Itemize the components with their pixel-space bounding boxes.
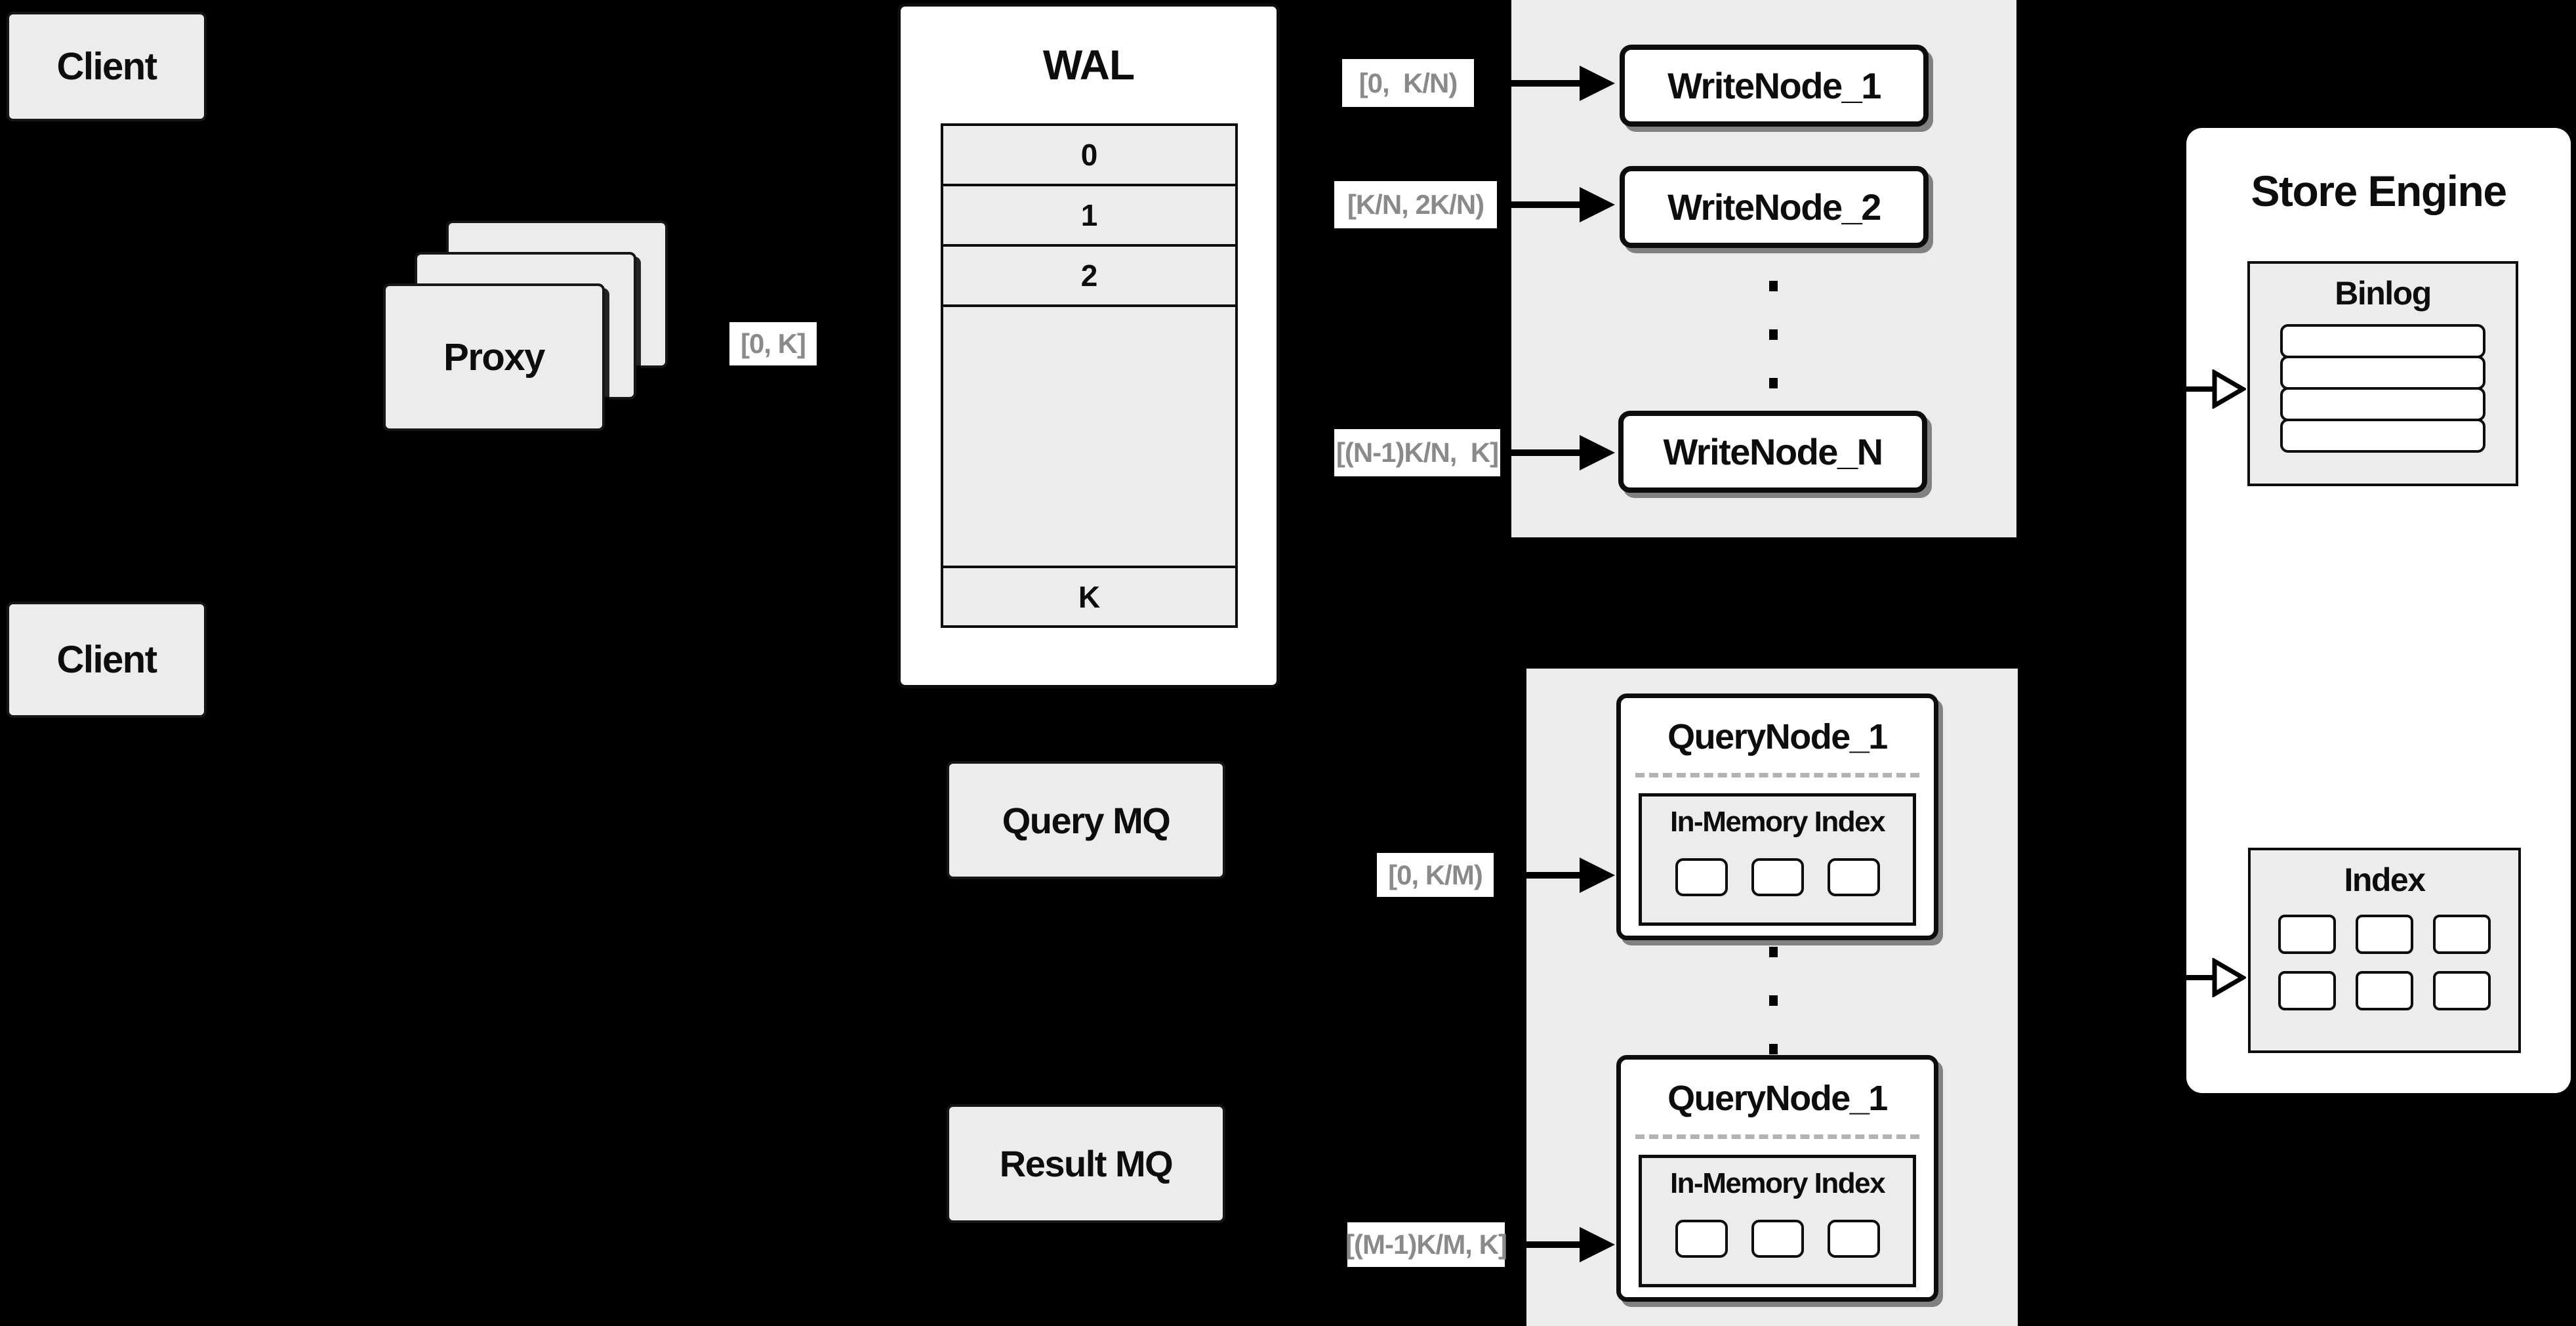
query-node-top-range-chip: [0, K/M) (1377, 853, 1494, 897)
index-chunk (1751, 858, 1804, 896)
wal-row-k: K (1078, 579, 1101, 614)
wal-table: 0 1 2 K (941, 123, 1238, 628)
write-node-n-label: WriteNode_N (1663, 431, 1883, 472)
write-node-2-label: WriteNode_2 (1667, 186, 1881, 228)
index-box: Index (2248, 848, 2521, 1053)
query-pool-ellipsis (1769, 947, 1778, 1054)
query-mq-box: Query MQ (947, 761, 1225, 879)
binlog-segment (2280, 356, 2485, 390)
index-chunk (2278, 971, 2336, 1010)
in-memory-index-label: In-Memory Index (1669, 806, 1886, 838)
binlog-box: Binlog (2247, 261, 2518, 486)
arrowhead-icon (1580, 858, 1615, 893)
wal-title: WAL (1042, 41, 1135, 89)
binlog-segment (2280, 387, 2485, 421)
wal-box: WAL 0 1 2 K (897, 3, 1280, 688)
query-node-bottom: QueryNode_1 In-Memory Index (1616, 1055, 1938, 1302)
store-engine-box: Store Engine Binlog Index (2186, 128, 2571, 1093)
query-node-top: QueryNode_1 In-Memory Index (1616, 694, 1938, 940)
client-top-label: Client (56, 45, 157, 88)
index-chunks (1642, 1220, 1913, 1258)
index-chunk (2356, 915, 2413, 954)
index-chunks-grid (2251, 915, 2518, 1010)
arrowhead-icon (1580, 1227, 1615, 1262)
binlog-title: Binlog (2335, 275, 2432, 312)
arrowhead-icon (1580, 187, 1615, 222)
proxy-range-chip: [0, K] (729, 322, 817, 365)
wal-row-2: 2 (943, 247, 1235, 307)
in-memory-index-box: In-Memory Index (1639, 1155, 1916, 1287)
index-chunk (1751, 1220, 1804, 1258)
write-node-n: WriteNode_N (1618, 411, 1927, 493)
write-node-n-range-chip: [(N-1)K/N, K] (1334, 429, 1500, 476)
proxy-label: Proxy (443, 336, 545, 379)
arrowhead-icon (1580, 66, 1615, 101)
result-mq-label: Result MQ (999, 1143, 1174, 1184)
arrowhead-icon (1580, 435, 1615, 470)
store-engine-title: Store Engine (2251, 167, 2507, 215)
wal-row-0: 0 (943, 126, 1235, 186)
hollow-arrowhead-icon (2212, 958, 2246, 997)
result-mq-box: Result MQ (947, 1104, 1225, 1223)
wal-row-1: 1 (943, 186, 1235, 247)
query-node-bottom-range-chip: [(M-1)K/M, K] (1345, 1222, 1507, 1267)
index-chunk (1827, 1220, 1880, 1258)
index-chunk (2278, 915, 2336, 954)
query-node-divider (1635, 773, 1919, 777)
client-bottom-box: Client (7, 602, 207, 718)
write-node-2-range-chip: [K/N, 2K/N) (1334, 181, 1497, 228)
query-node-bottom-title: QueryNode_1 (1667, 1079, 1888, 1118)
write-node-2: WriteNode_2 (1620, 166, 1929, 248)
index-chunk (2433, 915, 2491, 954)
index-chunk (1675, 1220, 1728, 1258)
index-chunks (1642, 858, 1913, 896)
index-chunk (1827, 858, 1880, 896)
wal-ellipsis (943, 307, 1235, 568)
write-node-1: WriteNode_1 (1620, 45, 1929, 127)
in-memory-index-label: In-Memory Index (1669, 1167, 1886, 1199)
binlog-segments (2280, 324, 2485, 453)
query-mq-label: Query MQ (1002, 799, 1171, 841)
index-title: Index (2344, 861, 2426, 898)
in-memory-index-box: In-Memory Index (1639, 793, 1916, 926)
client-bottom-label: Client (56, 638, 157, 681)
binlog-segment (2280, 324, 2485, 358)
query-node-divider (1635, 1134, 1919, 1139)
proxy-card-front: Proxy (383, 283, 605, 431)
index-chunk (2356, 971, 2413, 1010)
write-node-1-label: WriteNode_1 (1667, 65, 1881, 106)
binlog-segment (2280, 419, 2485, 453)
index-chunk (1675, 858, 1728, 896)
write-pool-ellipsis (1769, 281, 1778, 388)
query-node-top-title: QueryNode_1 (1667, 717, 1888, 756)
hollow-arrowhead-icon (2212, 369, 2246, 409)
client-top-box: Client (7, 12, 207, 121)
index-chunk (2433, 971, 2491, 1010)
write-node-1-range-chip: [0, K/N) (1342, 59, 1474, 107)
